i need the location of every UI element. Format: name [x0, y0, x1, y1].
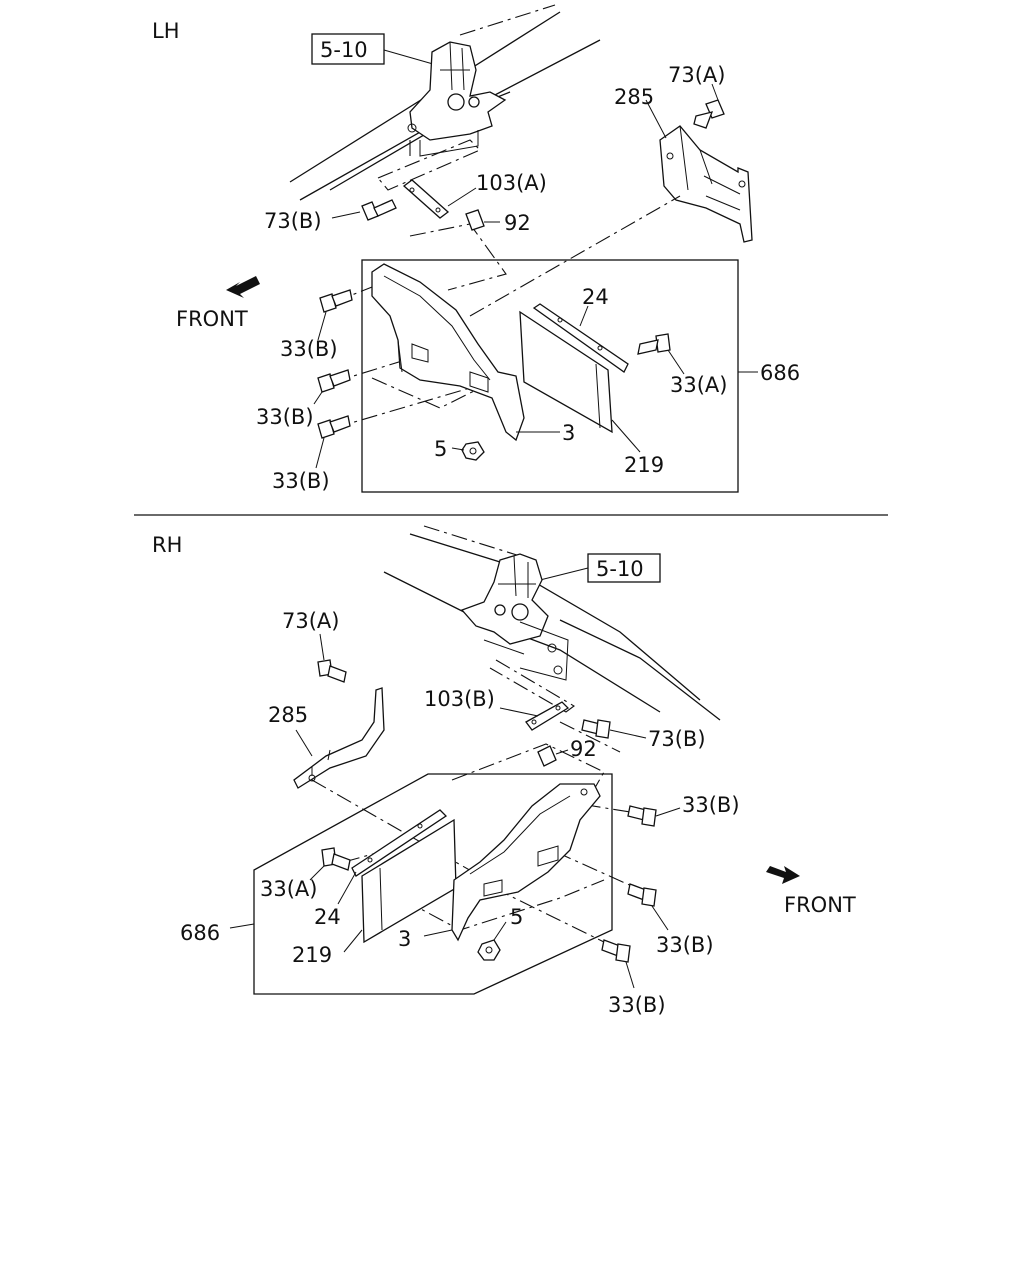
rh-bolt-33a[interactable]: [309, 847, 351, 881]
lh-callout-92: 92: [504, 211, 531, 235]
lh-bolt-73b[interactable]: [331, 199, 397, 221]
lh-ref-box[interactable]: 5-10: [311, 33, 441, 67]
rh-callout-73a: 73(A): [282, 609, 339, 633]
lh-bolt-33b-3[interactable]: [315, 415, 351, 469]
rh-mud-guard-3: [423, 783, 601, 942]
lh-callout-73b: 73(B): [264, 209, 322, 233]
rh-callout-5: 5: [510, 905, 523, 929]
rh-bolt-33b-2[interactable]: [627, 883, 669, 931]
rh-bolt-73a[interactable]: [317, 633, 347, 683]
lh-bolt-73a[interactable]: [693, 83, 725, 129]
lh-callout-285: 285: [614, 85, 654, 109]
lh-callout-73a: 73(A): [668, 63, 725, 87]
lh-callout-686: 686: [760, 361, 800, 385]
rh-callout-92: 92: [570, 737, 597, 761]
rh-assembly-box-686: [253, 773, 613, 995]
rh-callout-73b: 73(B): [648, 727, 706, 751]
lh-callout-103a: 103(A): [476, 171, 547, 195]
lh-clip-92[interactable]: [465, 209, 500, 231]
lh-section-label: LH: [152, 19, 180, 43]
rh-bolt-73b[interactable]: [581, 719, 647, 739]
rh-bolt-33b-1[interactable]: [627, 805, 681, 827]
rh-callout-24: 24: [314, 905, 341, 929]
lh-callout-5: 5: [434, 437, 447, 461]
lh-mud-guard-3: [371, 263, 525, 442]
lh-callout-219: 219: [624, 453, 664, 477]
lh-callout-24: 24: [582, 285, 609, 309]
rh-callout-285: 285: [268, 703, 308, 727]
lh-front-arrow-icon: [226, 276, 260, 298]
lh-ref-box-label: 5-10: [320, 38, 368, 62]
rh-callout-33b-3: 33(B): [608, 993, 666, 1017]
rh-callout-219: 219: [292, 943, 332, 967]
lh-part-103a: [402, 179, 477, 219]
lh-strip-24: [532, 303, 629, 373]
rh-bolt-33b-3[interactable]: [601, 939, 635, 989]
lh-callout-33b-2: 33(B): [256, 405, 314, 429]
lh-guide-plate-upper: [377, 139, 481, 191]
rh-callout-33b-1: 33(B): [682, 793, 740, 817]
rh-spring-hanger: [460, 553, 569, 681]
rh-section: RH 5-10: [152, 525, 856, 1017]
lh-callout-33a: 33(A): [670, 373, 727, 397]
rh-ref-box-label: 5-10: [596, 557, 644, 581]
lh-assembly-box-686: [361, 259, 739, 493]
rh-nut-5[interactable]: [477, 921, 507, 961]
lh-bracket-285: [645, 99, 753, 243]
lh-bolt-33b-2[interactable]: [313, 369, 351, 405]
rh-callout-686: 686: [180, 921, 220, 945]
rh-strip-24: [337, 809, 448, 905]
rh-part-103b: [499, 701, 570, 731]
lh-spring-hanger: [407, 41, 507, 160]
lh-section: LH 5-10: [152, 4, 800, 493]
rh-front-label: FRONT: [784, 893, 856, 917]
rh-ref-box[interactable]: 5-10: [539, 553, 661, 583]
lh-guide-plate-mid: [409, 223, 507, 291]
lh-alignment-line: [469, 195, 681, 317]
rh-clip-92[interactable]: [537, 745, 569, 767]
rh-bracket-285: [293, 687, 385, 789]
lh-callout-33b-3: 33(B): [272, 469, 330, 493]
lh-nut-5[interactable]: [451, 441, 485, 461]
rh-callout-3: 3: [398, 927, 411, 951]
rh-callout-33b-2: 33(B): [656, 933, 714, 957]
lh-plate-219: [519, 310, 641, 453]
lh-bolt-33b-1[interactable]: [317, 289, 353, 341]
rh-front-arrow-icon: [766, 866, 800, 884]
rh-callout-33a: 33(A): [260, 877, 317, 901]
rh-section-label: RH: [152, 533, 182, 557]
rh-alignment-line: [311, 779, 481, 877]
rh-callout-103b: 103(B): [424, 687, 495, 711]
rh-guide-plate-upper: [489, 659, 575, 713]
lh-bolt-33a[interactable]: [637, 333, 685, 375]
lh-callout-3: 3: [562, 421, 575, 445]
lh-front-label: FRONT: [176, 307, 248, 331]
lh-callout-33b-1: 33(B): [280, 337, 338, 361]
